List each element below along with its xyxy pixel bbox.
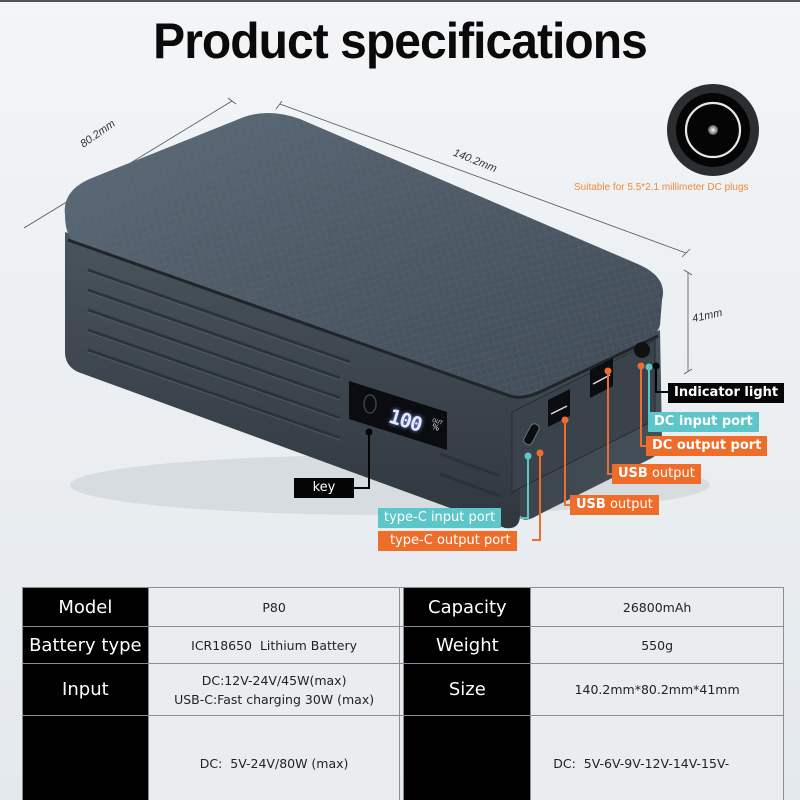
spec-label: Input — [22, 663, 149, 716]
callout-dc-output-port: DC output port — [646, 436, 768, 456]
table-row: Battery type ICR18650 Lithium Battery We… — [22, 626, 784, 664]
spec-label: Output — [22, 715, 149, 800]
callout-typec-output-port: type-C output port — [378, 531, 517, 551]
callout-key: key — [294, 478, 354, 498]
callout-indicator-light: Indicator light — [668, 383, 785, 403]
spec-value: 550g — [530, 626, 784, 664]
spec-value: ICR18650 Lithium Battery — [147, 626, 401, 664]
power-bank-illustration — [23, 84, 759, 541]
table-row: Input DC:12V-24V/45W(max) USB-C:Fast cha… — [22, 663, 784, 716]
spec-label: Model — [22, 587, 149, 627]
spec-label: Output voltage — [403, 715, 532, 800]
table-row: Model P80 Capacity 26800mAh — [22, 587, 784, 627]
table-row: Output DC: 5V-24V/80W (max) USB-C: PD3.0… — [22, 715, 784, 800]
spec-label: Size — [403, 663, 532, 716]
spec-value: DC:12V-24V/45W(max) USB-C:Fast charging … — [147, 663, 401, 716]
spec-value: 140.2mm*80.2mm*41mm — [530, 663, 784, 716]
spec-table: Model P80 Capacity 26800mAh Battery type… — [22, 587, 784, 800]
dc-port-closeup — [667, 84, 759, 176]
spec-label: Weight — [403, 626, 532, 664]
callout-typec-input-port: type-C input port — [378, 508, 502, 528]
led-display — [349, 381, 447, 450]
spec-label: Battery type — [22, 626, 149, 664]
callout-dc-input-port: DC input port — [648, 412, 759, 432]
top-border — [0, 0, 800, 2]
dc-plug-note: Suitable for 5.5*2.1 millimeter DC plugs — [574, 182, 749, 193]
spec-value: 26800mAh — [530, 587, 784, 627]
callout-usb-output-1: USB output — [612, 464, 701, 484]
page-title: Product specifications — [153, 13, 648, 69]
callout-usb-output-2: USB output — [570, 495, 659, 515]
spec-value: P80 — [147, 587, 401, 627]
spec-value: DC: 5V-24V/80W (max) USB-C: PD3.0 60W(ma… — [147, 715, 401, 800]
spec-value: DC: 5V-6V-9V-12V-14V-15V- 16.5V-19V-20V-… — [530, 715, 784, 800]
spec-label: Capacity — [403, 587, 532, 627]
